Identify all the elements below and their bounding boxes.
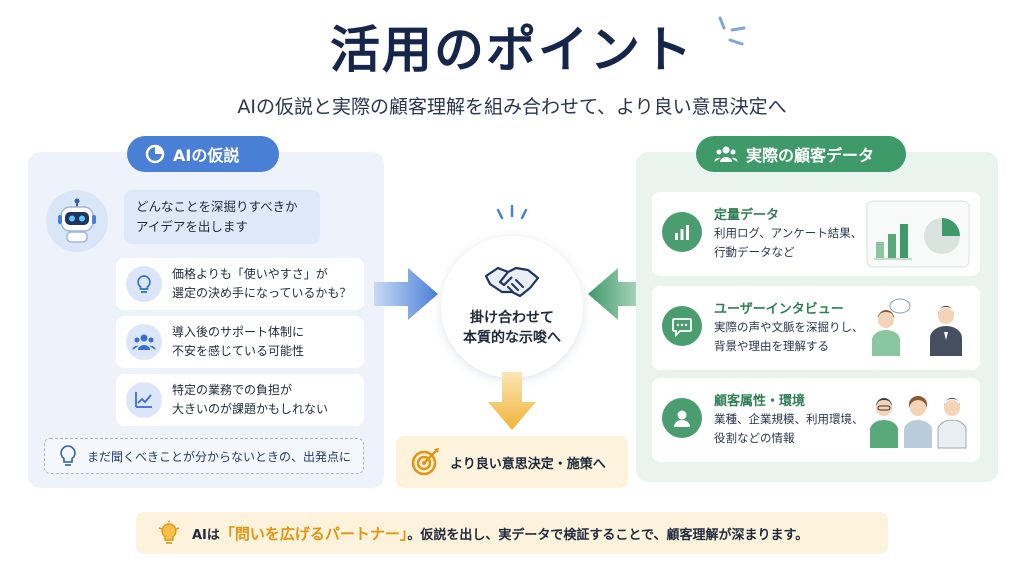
footer-summary: AIは「問いを広げるパートナー」。仮説を出し、実データで検証することで、顧客理解… — [136, 512, 888, 554]
hypothesis-card: 価格よりも「使いやすさ」が選定の決め手になっているかも？ — [116, 258, 364, 310]
people-icon — [714, 146, 738, 162]
target-icon — [411, 448, 439, 476]
people-icon — [126, 324, 162, 360]
footer-highlight: 「問いを広げるパートナー」 — [219, 524, 408, 543]
robot-avatar — [46, 190, 108, 252]
hypothesis-card: 導入後のサポート体制に不安を感じている可能性 — [116, 316, 364, 368]
result-box: より良い意思決定・施策へ — [396, 436, 628, 488]
sparkle-lines-icon — [496, 204, 528, 220]
page-title: 活用のポイント — [330, 21, 694, 79]
starting-point-note: まだ聞くべきことが分からないときの、出発点に — [44, 438, 364, 474]
hypothesis-card: 特定の業務での負担が大きいのが課題かもしれない — [116, 374, 364, 426]
synthesis-circle: 掛け合わせて 本質的な示唆へ — [441, 236, 583, 378]
lightbulb-icon — [158, 520, 180, 544]
handshake-icon — [484, 266, 540, 298]
pie-chart-icon — [145, 144, 165, 164]
robot-icon — [58, 198, 96, 243]
ai-hypothesis-pill-label: AIの仮説 — [173, 146, 240, 165]
interview-illustration — [872, 298, 962, 356]
chart-icon — [126, 382, 162, 418]
chat-icon — [662, 306, 702, 346]
lightbulb-icon — [126, 266, 162, 302]
customer-data-pill: 実際の顧客データ — [696, 136, 906, 172]
customer-data-pill-label: 実際の顧客データ — [746, 146, 875, 165]
robot-speech-bubble: どんなことを深掘りすべきか アイデアを出します — [124, 190, 320, 244]
arrow-left-icon — [588, 268, 652, 320]
ai-hypothesis-pill: AIの仮説 — [127, 136, 279, 172]
data-card-quantitative: 定量データ 利用ログ、アンケート結果、行動データなど — [652, 192, 980, 276]
data-card-interview: ユーザーインタビュー 実際の声や文脈を深掘りし、背景や理由を理解する — [652, 286, 980, 370]
person-icon — [662, 398, 702, 438]
arrow-right-icon — [374, 268, 438, 320]
sparkle-lines-icon — [718, 16, 746, 46]
lightbulb-outline-icon — [60, 445, 76, 466]
customer-group-illustration — [870, 396, 967, 449]
arrow-down-icon — [488, 372, 536, 430]
dashboard-illustration — [866, 200, 970, 268]
bar-chart-icon — [662, 212, 702, 252]
data-card-attributes: 顧客属性・環境 業種、企業規模、利用環境、役割などの情報 — [652, 378, 980, 462]
page-subtitle: AIの仮説と実際の顧客理解を組み合わせて、より良い意思決定へ — [237, 96, 787, 118]
